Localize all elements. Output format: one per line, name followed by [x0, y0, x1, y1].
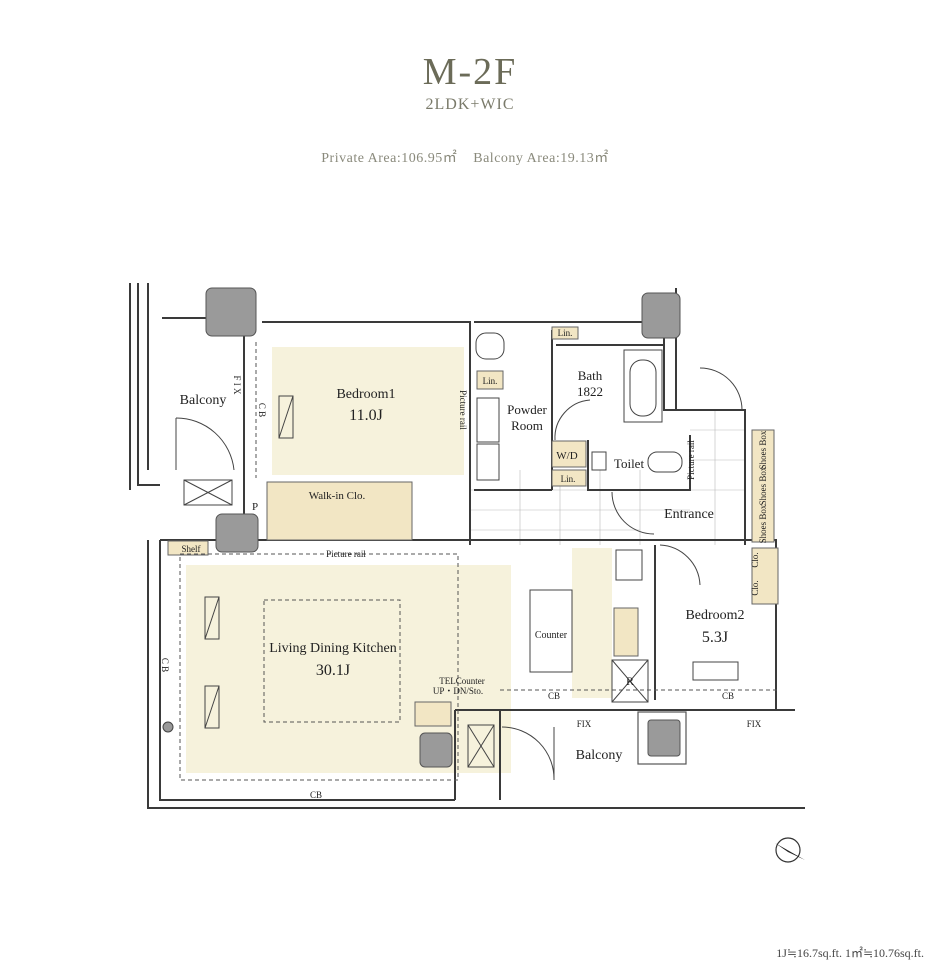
plan-title: M-2F [422, 51, 518, 93]
closet-label-2: Clo. [750, 580, 760, 595]
area-summary: Private Area:106.95㎡ Balcony Area:19.13㎡ [0, 147, 930, 167]
shoes-box-label-1: Shoes Box [758, 430, 768, 469]
fix-label-1: FIX [577, 719, 592, 729]
doors [175, 367, 743, 781]
balcony-left-label: Balcony [180, 393, 227, 408]
column-outline [637, 711, 687, 765]
tel-counter-label-2: UP・DN/Sto. [433, 686, 483, 696]
bedroom1-floor-tint [272, 347, 464, 475]
ceiling-dashes [179, 342, 780, 781]
linen-label-toilet: Lin. [561, 474, 576, 484]
powder-room-label-2: Room [511, 418, 543, 433]
picture-rail-label-bedroom1: Picture rail [458, 390, 468, 430]
powder-room-label: Powder [507, 402, 547, 417]
closet-label-1: Clo. [750, 552, 760, 567]
bedroom1-size: 11.0J [349, 407, 383, 424]
bedroom2-label: Bedroom2 [685, 608, 744, 623]
structural-columns [205, 287, 681, 768]
pipe-space-label: P [252, 501, 258, 513]
private-area: Private Area:106.95㎡ [321, 151, 458, 166]
fix-label-2: FIX [747, 719, 762, 729]
toilet-label: Toilet [614, 456, 645, 471]
unit-conversion: 1J≒16.7sq.ft. 1㎡≒10.76sq.ft. [776, 946, 924, 960]
linen-label-powder: Lin. [483, 376, 498, 386]
balcony-area: Balcony Area:19.13㎡ [473, 151, 609, 166]
compass-icon [775, 837, 805, 863]
kitchen-floor-tint [572, 548, 612, 698]
shoes-box-label-3: Shoes Box [758, 504, 768, 543]
cb-label-vertical-ldk: C B [160, 658, 170, 672]
ldk-label: Living Dining Kitchen [269, 641, 397, 656]
cb-label-kitchen: CB [548, 691, 560, 701]
fixtures [183, 332, 739, 768]
refrigerator-label: R [626, 674, 634, 688]
bedroom1-label: Bedroom1 [336, 387, 395, 402]
shoes-box-label-2: Shoes Box [758, 466, 768, 505]
walkin-closet-label: Walk-in Clo. [309, 490, 366, 502]
tel-counter-label: TELCounter [439, 676, 485, 686]
picture-rail-label-ldk: Picture rail [326, 549, 366, 559]
bath-size: 1822 [577, 384, 603, 399]
plan-type: 2LDK+WIC [425, 96, 515, 113]
washer-dryer-label: W/D [556, 450, 577, 462]
linen-label-bath: Lin. [558, 328, 573, 338]
counter-label: Counter [535, 630, 568, 641]
bath-label: Bath [578, 368, 603, 383]
picture-rail-label-entrance: Picture rail [686, 440, 696, 480]
walls [129, 283, 805, 809]
entrance-label: Entrance [664, 507, 714, 522]
ldk-size: 30.1J [316, 662, 350, 679]
cb-label-vertical-bedroom1: C B [257, 403, 267, 417]
shelf-label: Shelf [182, 544, 201, 554]
fixture-diagonals [183, 395, 649, 768]
storage-units [167, 326, 779, 727]
cb-label-bedroom2: CB [722, 691, 734, 701]
pipe-marker [162, 721, 174, 733]
fix-label-vertical: F I X [232, 375, 242, 395]
cb-label-bottom: CB [310, 790, 322, 800]
balcony-bottom-label: Balcony [576, 748, 623, 763]
bedroom2-size: 5.3J [702, 629, 728, 646]
